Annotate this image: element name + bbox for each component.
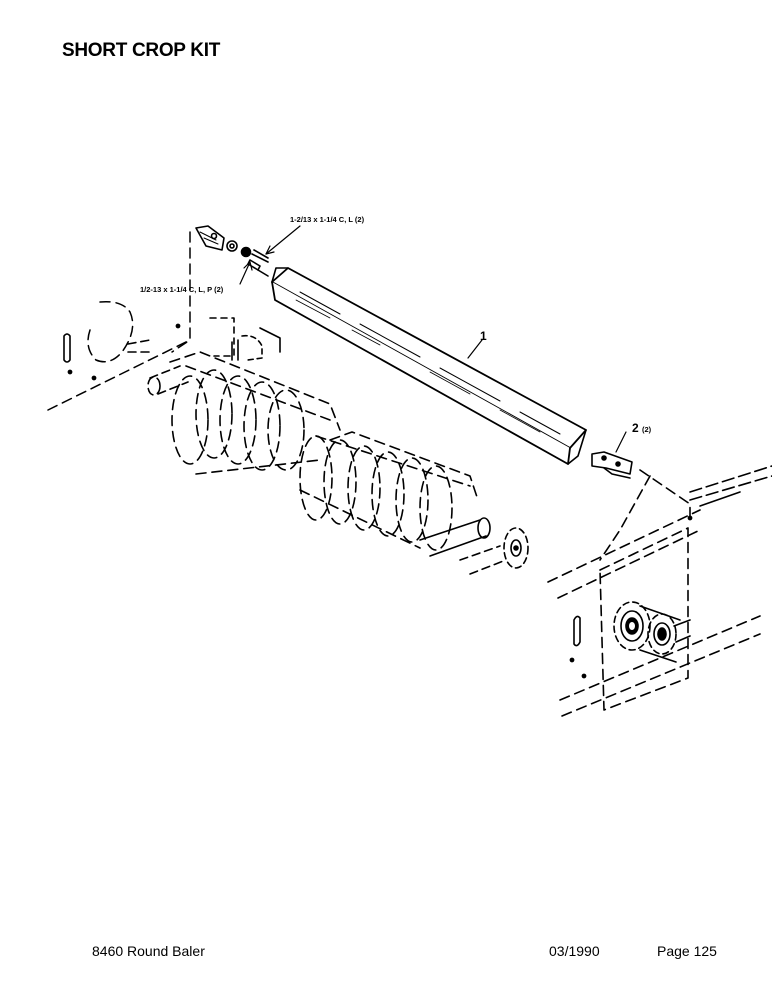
footer-page-number: Page 125	[657, 943, 717, 959]
footer-model: 8460 Round Baler	[92, 943, 205, 959]
bolt-callout-lower: 1/2-13 x 1-1/4 C, L, P (2)	[140, 285, 224, 294]
bearing-assembly	[613, 601, 691, 663]
right-shaft	[419, 517, 529, 575]
left-roller	[169, 351, 341, 475]
item-1-label: 1	[480, 329, 487, 343]
left-mount-bracket	[195, 225, 269, 277]
deflector-bar	[271, 267, 587, 465]
footer-date: 03/1990	[549, 943, 600, 959]
item-2-label: 2	[632, 421, 639, 435]
page-title: SHORT CROP KIT	[62, 40, 221, 61]
item-2-quantity: (2)	[642, 425, 652, 434]
right-frame	[547, 469, 761, 717]
right-roller	[299, 431, 479, 551]
bolt-callout-upper: 1-2/13 x 1-1/4 C, L (2)	[290, 215, 365, 224]
right-mount-bracket	[591, 451, 633, 479]
left-side-panel	[47, 231, 191, 411]
callout-leaders	[239, 225, 627, 453]
left-shaft	[127, 339, 189, 396]
